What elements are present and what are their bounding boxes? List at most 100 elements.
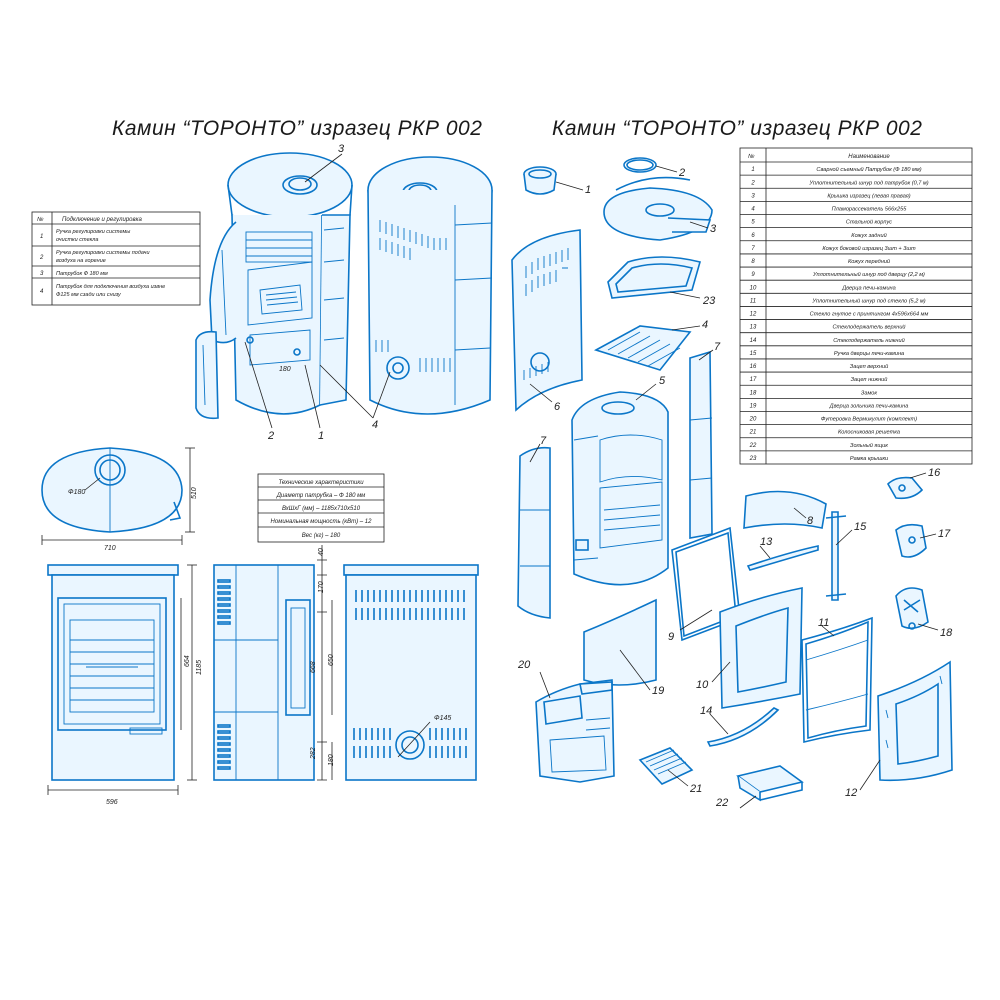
part-20-vermiculite-lining (535, 679, 615, 783)
callout-3: 3 (710, 223, 717, 235)
callout-20: 20 (517, 659, 531, 671)
callout-2: 2 (678, 167, 685, 179)
parts-row-name: Колосниковая решетка (838, 430, 900, 436)
parts-row-name: Кожух задний (851, 232, 886, 239)
part-18-lock (895, 587, 929, 630)
title-left: Камин “ТОРОНТО” изразец РКР 002 (112, 117, 483, 140)
parts-row-name: Дверца зольника печи-камина (829, 403, 909, 409)
parts-row-no: 1 (751, 167, 754, 173)
parts-row-no: 2 (750, 180, 755, 186)
exploded-callouts: 1 2 3 23 4 7 5 6 7 8 13 15 16 17 18 9 10… (517, 165, 953, 809)
callout-22: 22 (715, 797, 728, 809)
dim-rear-pipe: Ф145 (434, 715, 451, 722)
dim-668: 668 (310, 661, 317, 673)
exploded-parts (511, 157, 953, 802)
part-2-seal-ring (623, 157, 657, 173)
dim-glass-height: 664 (184, 655, 191, 667)
iso-stove-back (367, 156, 493, 415)
dim-front-width: 596 (106, 799, 118, 806)
parts-row-no: 7 (751, 246, 755, 252)
dim-170: 170 (318, 581, 325, 593)
conn-row-4-line-1: Патрубок для подключения воздуха извне (56, 284, 165, 290)
iso-callouts: 3 1 2 4 180 (244, 143, 391, 442)
parts-row-no: 12 (750, 312, 757, 318)
parts-row-no: 8 (751, 259, 755, 265)
rear-view: Ф145 (343, 564, 479, 781)
parts-row-no: 21 (749, 430, 757, 436)
tech-row-4: Вес (кг) – 180 (302, 533, 341, 539)
parts-row-name: Кожух боковой изразец 3шт + 3шт (822, 245, 916, 252)
callout-10: 10 (696, 679, 709, 691)
callout-12: 12 (845, 787, 857, 799)
parts-row-name: Замок (861, 390, 877, 396)
dim-front-height: 1185 (196, 660, 203, 675)
callout-17: 17 (938, 528, 951, 540)
part-11-glass-seal (801, 616, 873, 744)
parts-row-name: Сварной съемный Патрубок (Ф 180 мм) (816, 166, 921, 173)
parts-row-no: 10 (750, 285, 757, 291)
callout-9: 9 (668, 631, 674, 643)
callout-23: 23 (702, 295, 716, 307)
iso-stove-open (195, 152, 353, 420)
parts-row-no: 3 (751, 193, 755, 199)
rear-vents-top (355, 590, 465, 620)
back-vent-slots-top (379, 220, 447, 260)
parts-row-name: Рамка крышки (850, 456, 888, 462)
part-7-side-panel-right (689, 350, 713, 539)
part-4-baffle (593, 325, 692, 371)
tech-row-1: Диаметр патрубка – Ф 180 мм (276, 493, 366, 499)
dim-pipe-diam: Ф180 (68, 489, 85, 496)
parts-row-name: Стекло гнутое с принтингом 4х596х664 мм (810, 312, 929, 318)
parts-row-no: 15 (750, 351, 757, 357)
part-21-grate (638, 747, 694, 785)
callout-18: 18 (940, 627, 953, 639)
conn-header-no: № (37, 216, 44, 223)
iso-callout-180: 180 (279, 366, 291, 373)
parts-row-no: 22 (749, 443, 757, 449)
parts-row-name: Стальной корпус (846, 219, 892, 226)
back-vent-slots-bottom (375, 340, 451, 372)
conn-header-name: Подключение и регулировка (62, 217, 142, 223)
conn-row-3-no: 3 (40, 271, 44, 277)
title-right: Камин “ТОРОНТО” изразец РКР 002 (552, 117, 923, 140)
parts-row-no: 16 (750, 364, 757, 370)
part-12-glass (877, 660, 953, 782)
callout-11: 11 (818, 617, 829, 629)
callout-7-left: 7 (540, 435, 547, 447)
callout-1: 1 (585, 184, 591, 196)
tech-table: Технические характеристики Диаметр патру… (257, 473, 385, 543)
parts-row-name: Стеклодержатель нижний (833, 337, 905, 344)
parts-header-name: Наименование (848, 154, 890, 160)
parts-row-no: 13 (750, 325, 757, 331)
callout-8: 8 (807, 515, 814, 527)
part-14-glass-holder-lower (706, 707, 780, 747)
parts-row-name: Стеклодержатель верхний (832, 324, 905, 331)
parts-row-no: 18 (750, 390, 757, 396)
part-23-frame (607, 256, 701, 299)
conn-row-4-line-2: Ф125 мм сзади или снизу (56, 292, 122, 298)
part-5-body (571, 391, 669, 586)
parts-row-no: 19 (750, 403, 757, 409)
conn-row-1-line-1: Ручка регулировки системы (56, 229, 130, 235)
dim-180: 180 (328, 754, 335, 766)
part-8-front-cover (743, 490, 827, 529)
dim-282: 282 (310, 747, 317, 760)
parts-row-no: 17 (750, 377, 757, 383)
callout-4: 4 (702, 319, 708, 331)
connection-table: № Подключение и регулировка 1 Ручка регу… (31, 211, 201, 306)
conn-row-2-line-1: Ручка регулировки системы подачи (56, 250, 150, 256)
side-vents (217, 579, 231, 770)
conn-row-2-line-2: воздуха на горение (56, 258, 106, 264)
dim-top-width: 710 (104, 545, 116, 552)
callout-13: 13 (760, 536, 773, 548)
callout-14: 14 (700, 705, 712, 717)
parts-row-name: Футеровка Вермикулит (комплект) (821, 417, 917, 423)
callout-5: 5 (659, 375, 666, 387)
callout-7-right: 7 (714, 341, 721, 353)
conn-row-1-line-2: очистки стекла (56, 237, 98, 243)
conn-row-3-line-1: Патрубок Ф 180 мм (56, 271, 108, 277)
callout-15: 15 (854, 521, 867, 533)
parts-row-no: 11 (750, 298, 756, 304)
